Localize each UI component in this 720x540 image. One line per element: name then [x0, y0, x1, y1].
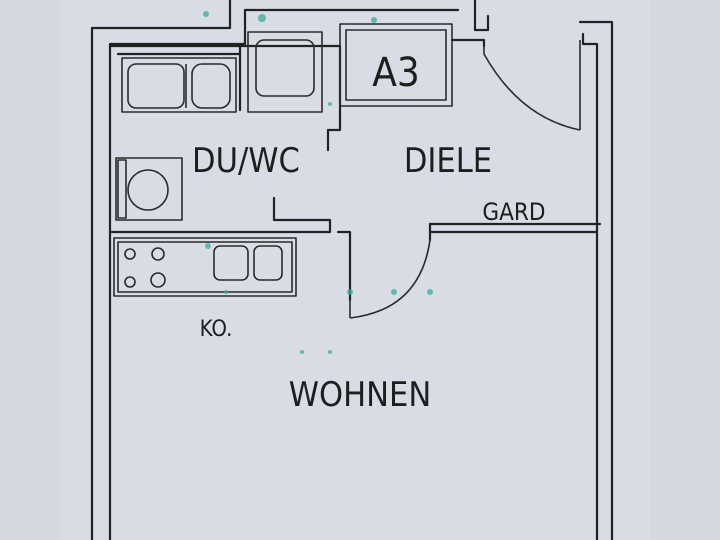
label-wardrobe: GARD: [482, 198, 545, 226]
paper-shade-right: [650, 0, 720, 540]
paper-shade-left: [0, 0, 60, 540]
bathtub: [121, 57, 237, 113]
label-hall: DIELE: [404, 141, 492, 181]
living-door: [349, 239, 431, 319]
kitchen-counter: [113, 237, 297, 297]
label-living: WOHNEN: [289, 375, 431, 415]
shaft-a3: [339, 23, 486, 107]
label-bath: DU/WC: [192, 141, 300, 181]
outer-walls: [90, 0, 614, 540]
highlighter-marks: [203, 11, 433, 354]
entrance-door: [483, 40, 581, 131]
label-kitchen: KO.: [200, 317, 233, 342]
hall-walls: [336, 222, 602, 302]
label-unit: A3: [372, 50, 420, 96]
toilet: [115, 157, 183, 221]
washbasin: [247, 31, 323, 113]
